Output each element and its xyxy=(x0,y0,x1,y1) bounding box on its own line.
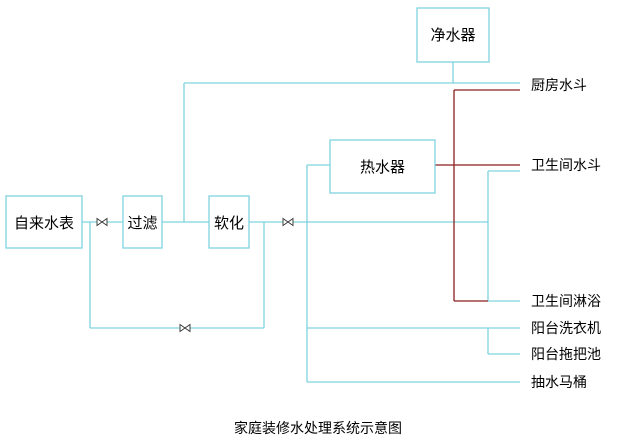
filter-box xyxy=(122,195,163,249)
outlet-bathroom-sink: 卫生间水斗 xyxy=(531,158,601,174)
softener-label: 软化 xyxy=(214,214,244,232)
node-filter: 过滤 xyxy=(122,195,163,249)
water-meter-box xyxy=(5,195,83,249)
outlet-balcony-washer: 阳台洗衣机 xyxy=(531,321,601,337)
purifier-box xyxy=(416,7,490,63)
softener-box xyxy=(208,195,250,249)
outlet-bathroom-shower: 卫生间淋浴 xyxy=(531,294,601,310)
heater-label: 热水器 xyxy=(360,158,405,176)
outlet-kitchen-sink: 厨房水斗 xyxy=(531,78,587,94)
valve-icon xyxy=(179,323,191,333)
node-softener: 软化 xyxy=(208,195,250,249)
water-meter-label: 自来水表 xyxy=(14,214,74,232)
valve-icon xyxy=(96,217,108,227)
filter-label: 过滤 xyxy=(127,214,157,232)
valve-meter-outlet xyxy=(96,217,108,227)
node-purifier: 净水器 xyxy=(416,7,490,63)
valve-softener-outlet xyxy=(282,217,294,227)
valve-icon xyxy=(282,217,294,227)
outlet-balcony-mop-sink: 阳台拖把池 xyxy=(531,347,601,363)
node-water-meter: 自来水表 xyxy=(5,195,83,249)
node-heater: 热水器 xyxy=(329,139,436,194)
hot-water-pipes xyxy=(435,89,520,302)
purifier-label: 净水器 xyxy=(430,26,475,44)
outlet-toilet: 抽水马桶 xyxy=(531,375,587,391)
valve-bypass xyxy=(179,323,191,333)
heater-box xyxy=(329,139,436,194)
diagram-caption: 家庭装修水处理系统示意图 xyxy=(234,420,402,437)
